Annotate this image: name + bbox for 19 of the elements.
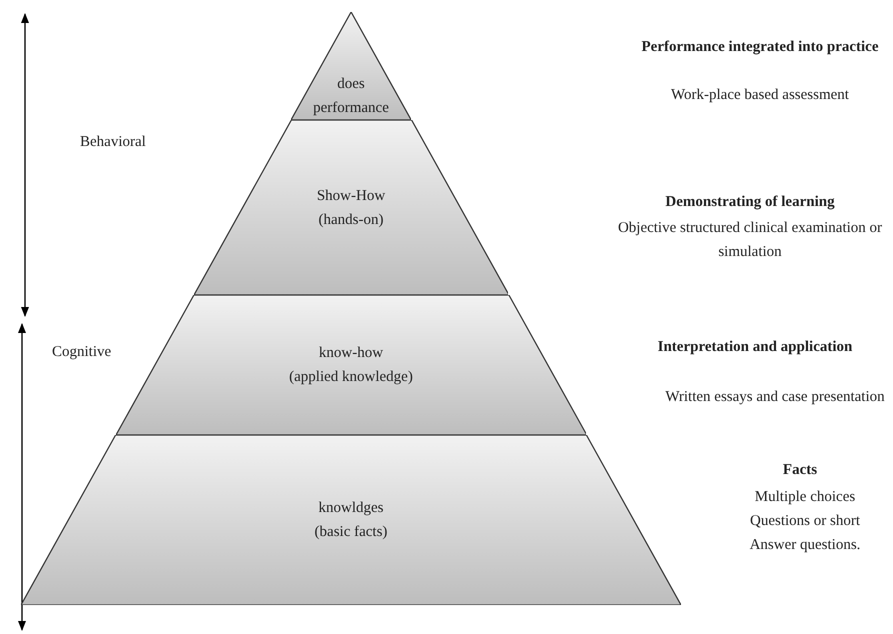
- tier-label: know-how: [318, 344, 384, 363]
- description-text: Work-place based assessment: [670, 86, 850, 105]
- tier-label: knowldges: [318, 499, 384, 518]
- tier-label: (applied knowledge): [288, 368, 414, 387]
- tier-label: Show-How: [316, 186, 386, 206]
- tier-label: does performance: [312, 75, 390, 118]
- axis-label: Behavioral: [80, 133, 147, 152]
- heading-text: Facts: [782, 461, 818, 480]
- tier-label: (hands-on): [317, 210, 384, 230]
- description-text: Objective structured clinical examination or simulation: [616, 219, 884, 262]
- tier-label: (basic facts): [314, 523, 388, 542]
- heading-text: Performance integrated into practice: [640, 38, 880, 57]
- description-text: Multiple choices Questions or short Answer questions.: [748, 488, 862, 555]
- pyramid-tier: [116, 295, 586, 435]
- heading-text: Interpretation and application: [656, 338, 854, 357]
- description-text: Written essays and case presentation: [664, 388, 886, 407]
- pyramid-tier: [21, 435, 681, 605]
- heading-text: Demonstrating of learning: [664, 193, 836, 212]
- axis-label: Cognitive: [52, 343, 112, 362]
